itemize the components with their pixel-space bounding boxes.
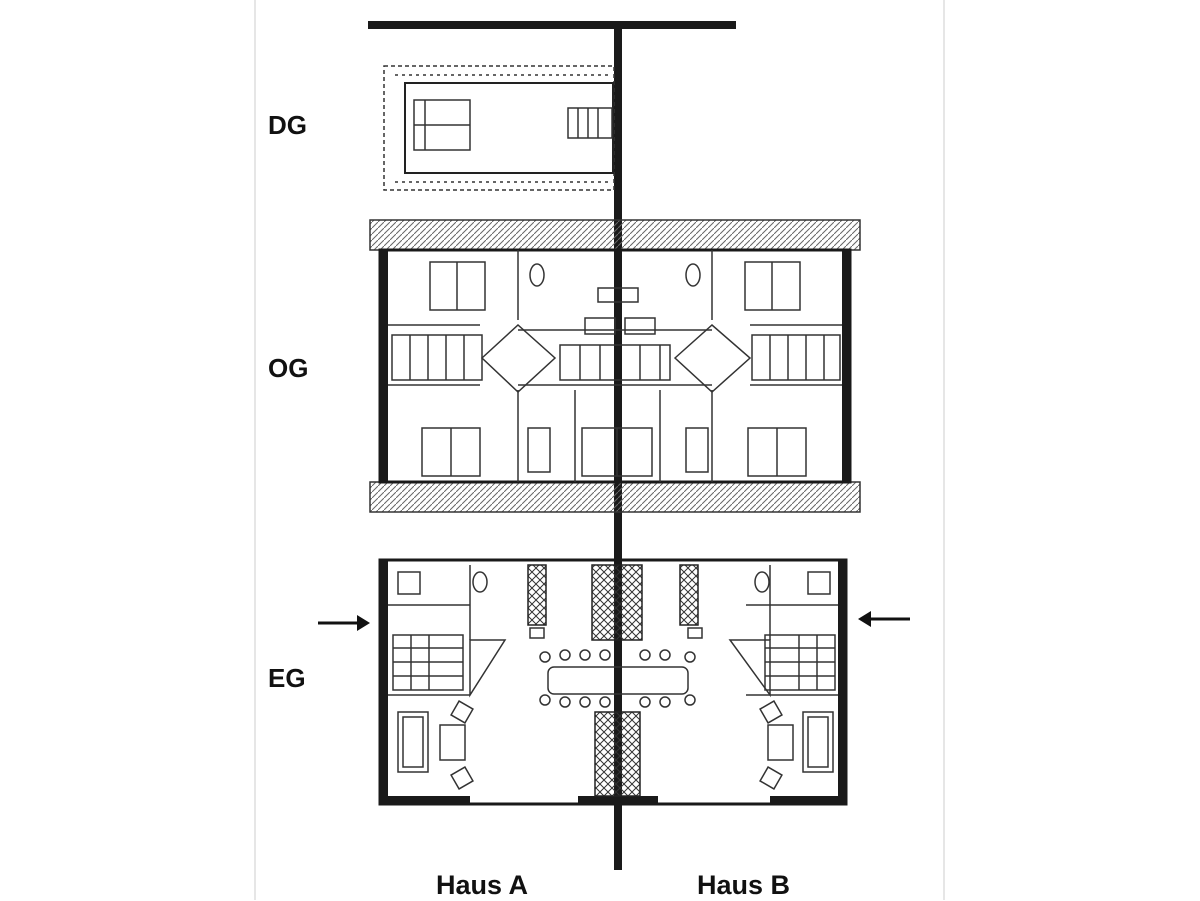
top-bar — [368, 21, 736, 29]
floor-label-og: OG — [268, 353, 309, 383]
dg-bed — [413, 99, 471, 151]
og-plan — [369, 219, 861, 513]
floor-label-dg: DG — [268, 110, 307, 140]
house-label-a: Haus A — [436, 870, 529, 900]
floor-label-eg: EG — [268, 663, 306, 693]
dg-plan — [383, 65, 615, 191]
dg-stair — [567, 107, 613, 139]
entry-arrow-left — [318, 615, 370, 631]
house-label-b: Haus B — [697, 870, 791, 900]
entry-arrow-right — [858, 611, 910, 627]
house-divider-line — [614, 25, 622, 870]
eg-plan — [318, 558, 910, 806]
